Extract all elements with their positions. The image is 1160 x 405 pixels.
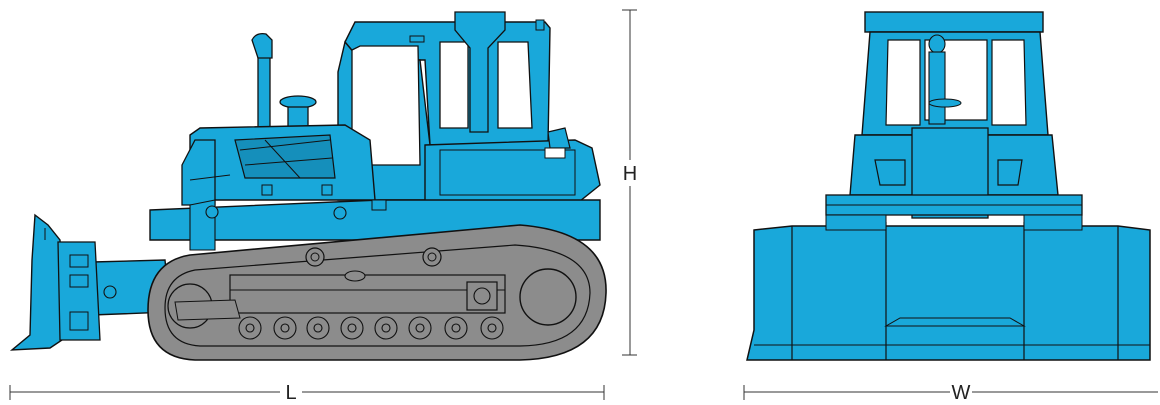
track-assembly xyxy=(147,224,607,361)
dimension-width xyxy=(743,385,1158,400)
width-label: W xyxy=(952,382,971,404)
engine-side-window xyxy=(234,134,336,179)
height-label: H xyxy=(623,163,637,185)
side-view xyxy=(9,11,607,361)
track-rollers xyxy=(238,316,504,340)
engine-hood xyxy=(181,124,376,206)
front-window-left xyxy=(885,39,921,126)
front-window-right xyxy=(991,39,1027,126)
blade-side xyxy=(9,213,101,351)
front-body xyxy=(825,127,1083,219)
rops-pillar xyxy=(454,11,506,133)
rear-fender xyxy=(424,127,601,206)
rops-front xyxy=(861,11,1049,136)
exhaust-stack xyxy=(251,32,273,129)
cab-front-window-right xyxy=(497,41,533,129)
idler-wheel xyxy=(519,268,577,326)
dimension-height xyxy=(622,9,637,356)
length-label: L xyxy=(285,382,296,404)
air-cleaner xyxy=(279,95,317,128)
blade-front xyxy=(746,214,1151,361)
dimension-length xyxy=(9,385,605,400)
front-view xyxy=(746,11,1151,361)
cab xyxy=(337,11,551,201)
cab-front-window-left xyxy=(439,41,469,129)
